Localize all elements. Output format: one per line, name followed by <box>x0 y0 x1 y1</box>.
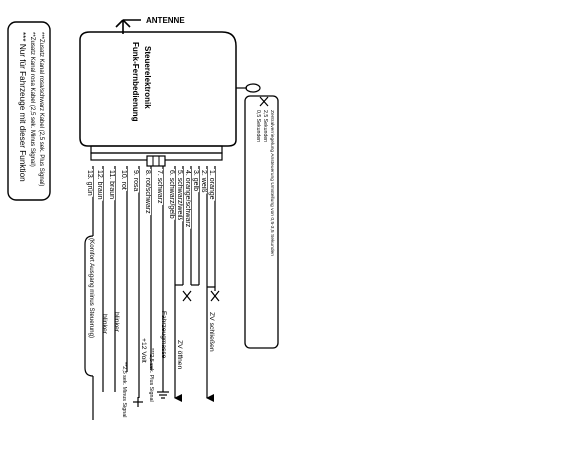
module-title-2: Steuerelektronik <box>143 46 152 109</box>
wire-label-7: 7. schwarz <box>156 170 163 204</box>
label-blinker-1: blinker <box>113 312 120 333</box>
label-fahrzeugmasse: Fahrzeugmasse <box>160 311 167 359</box>
control-module <box>79 31 237 147</box>
zv-close-joint <box>207 286 216 291</box>
cut-mark-icon <box>210 290 220 302</box>
legend-box <box>7 21 51 201</box>
wire-label-8: 8. rot/schwarz <box>144 170 151 214</box>
wire-label-5: 5. schwarz/weiß <box>176 170 183 220</box>
wire-label-11: 11. braun <box>108 170 115 199</box>
label-komfort: (Komfort Ausgang minus Steuerung) <box>88 238 95 338</box>
wire-label-bg <box>96 169 103 201</box>
module-title-1: Funk-Fernbedienung <box>131 42 140 122</box>
ground-icon <box>157 384 169 399</box>
wire-label-bg <box>144 169 151 216</box>
wire-label-2: 2. weiß <box>200 170 207 193</box>
wire-label-10: 10. rot <box>120 170 127 190</box>
wire-label-bg <box>176 169 183 222</box>
wire-label-6: 6. schwarz/gelb <box>168 170 175 219</box>
label-zv-oeffnen: ZV öffnen <box>176 340 183 370</box>
wire-label-bg <box>184 169 191 229</box>
wire-label-bg <box>156 169 163 205</box>
legend-line-2: **Zusatz Kanal rosa Kabel (2,5 sek. Minu… <box>29 32 36 167</box>
wire-label-bg <box>132 169 139 193</box>
wire-label-bg <box>108 169 115 201</box>
wire-label-bg <box>86 169 93 197</box>
wire-label-9: 9. rosa <box>132 170 139 192</box>
wire-label-13: 13. grün <box>86 170 93 196</box>
antenna-icon <box>115 19 141 34</box>
jumper-cut-icon <box>259 96 269 107</box>
connector <box>90 145 223 167</box>
wire-label-4: 4. orange/schwarz <box>184 170 191 228</box>
wire-label-12: 12. braun <box>96 170 103 200</box>
wire-label-bg <box>168 169 175 220</box>
antenna-label: ANTENNE <box>146 16 185 25</box>
label-plus-12v: +12 Volt <box>140 338 147 363</box>
wire-label-bg <box>208 169 215 201</box>
wire-label-bg <box>200 169 207 194</box>
timing-line-1: 0,5 Sekunden <box>255 110 261 142</box>
wire-label-1: 1. orange <box>208 170 215 200</box>
label-minus-signal: **2,5 sek. Minus Signal <box>121 362 127 417</box>
timing-line-2: 2,5 Sekunden <box>262 110 268 142</box>
timing-box <box>244 95 279 349</box>
komfort-bracket <box>84 235 94 377</box>
legend-line-1: *** Nur für Fahrzeuge mit dieser Funktio… <box>18 32 27 182</box>
label-zv-schliessen: ZV schließen <box>208 312 215 352</box>
timing-line-3: Zentralverriegelung Ansteuerung Umstellu… <box>269 110 275 256</box>
wire-label-bg <box>192 169 199 193</box>
cut-mark-icon <box>182 290 192 302</box>
label-blinker-2: blinker <box>101 314 108 335</box>
wire-label-bg <box>120 169 127 191</box>
timing-selector-icon <box>236 83 261 93</box>
label-plus-signal: ***2,5 sek. Plus Signal <box>148 348 154 402</box>
wire-label-3: 3. gelb <box>192 170 199 191</box>
legend-line-3: ***Zusatz Kanal rosa/schwarz Kabel (2,5 … <box>38 32 44 186</box>
